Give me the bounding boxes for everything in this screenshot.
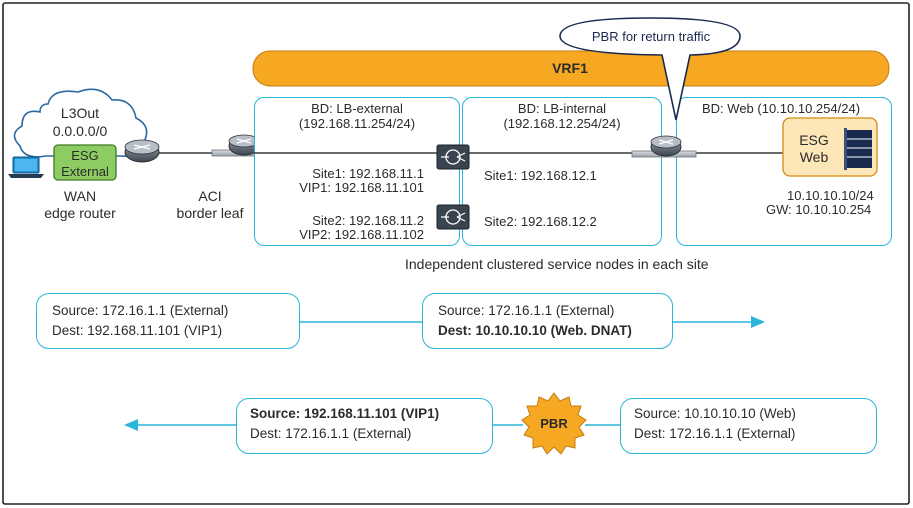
flow1-right-box: [422, 293, 673, 349]
bd-lb-external-site2: Site2: 192.168.11.2: [312, 213, 424, 228]
flow2-arrowhead: [124, 419, 138, 431]
cloud-icon: [13, 88, 148, 158]
pbr-callout-bubble: [559, 17, 741, 121]
flow2-right-line2: Dest: 172.16.1.1 (External): [634, 426, 796, 441]
esg-web-line1: ESG: [799, 132, 829, 148]
pbr-starburst-icon: [521, 392, 587, 455]
bd-lb-internal-title: BD: LB-internal: [517, 101, 607, 116]
flow1-arrowhead: [751, 316, 765, 328]
flow2-left-line1: Source: 192.168.11.101 (VIP1): [250, 406, 440, 421]
bd-lb-external-vip2: VIP2: 192.168.11.102: [299, 227, 424, 242]
bd-lb-external-subnet: (192.168.11.254/24): [298, 116, 416, 131]
bd-web-gw: GW: 10.10.10.254: [766, 202, 872, 217]
wan-router-line2: edge router: [44, 205, 116, 221]
flow1-right-line1: Source: 172.16.1.1 (External): [438, 303, 615, 318]
callout-text: PBR for return traffic: [591, 29, 711, 44]
bd-lb-internal-site2: Site2: 192.168.12.2: [484, 214, 597, 229]
esg-external-line1: ESG: [71, 148, 99, 163]
vrf-label: VRF1: [552, 60, 588, 76]
flow1-left-line1: Source: 172.16.1.1 (External): [52, 303, 229, 318]
cloud-title: L3Out: [60, 105, 100, 121]
bd-lb-internal-box: [462, 97, 662, 246]
wan-router-line1: WAN: [63, 188, 97, 204]
border-leaf-line1: ACI: [198, 188, 222, 204]
cloud-subnet: 0.0.0.0/0: [52, 123, 108, 139]
web-leaf-router-icon: [631, 135, 697, 158]
flow1-right-line2: Dest: 10.10.10.10 (Web. DNAT): [438, 323, 632, 338]
service-note: Independent clustered service nodes in e…: [405, 256, 709, 272]
wan-router-icon: [124, 139, 160, 163]
bd-lb-external-vip1: VIP1: 192.168.11.101: [299, 180, 424, 195]
flow1-left-box: [36, 293, 300, 349]
server-icon: [844, 128, 872, 170]
bd-lb-internal-site1: Site1: 192.168.12.1: [484, 168, 597, 183]
border-leaf-line2: border leaf: [176, 205, 244, 221]
bd-lb-internal-subnet: (192.168.12.254/24): [503, 116, 621, 131]
bd-web-ip: 10.10.10.10/24: [787, 188, 874, 203]
laptop-icon: [8, 156, 44, 178]
esg-external-line2: External: [61, 164, 109, 179]
bd-lb-external-site1: Site1: 192.168.11.1: [312, 166, 424, 181]
bd-web-title: BD: Web (10.10.10.254/24): [702, 101, 861, 116]
pbr-label: PBR: [540, 416, 568, 431]
vrf-bar: [252, 50, 890, 87]
service-node-site2: [436, 204, 470, 230]
flow2-left-box: [236, 398, 493, 454]
bd-lb-external-title: BD: LB-external: [311, 101, 403, 116]
flow2-right-line1: Source: 10.10.10.10 (Web): [634, 406, 796, 421]
esg-external-box: [53, 144, 117, 181]
service-node-site1: [436, 144, 470, 170]
flow1-left-line2: Dest: 192.168.11.101 (VIP1): [52, 323, 223, 338]
esg-web-line2: Web: [799, 149, 829, 165]
flow2-left-line2: Dest: 172.16.1.1 (External): [250, 426, 412, 441]
flow2-right-box: [620, 398, 877, 454]
bd-lb-external-box: [254, 97, 460, 246]
